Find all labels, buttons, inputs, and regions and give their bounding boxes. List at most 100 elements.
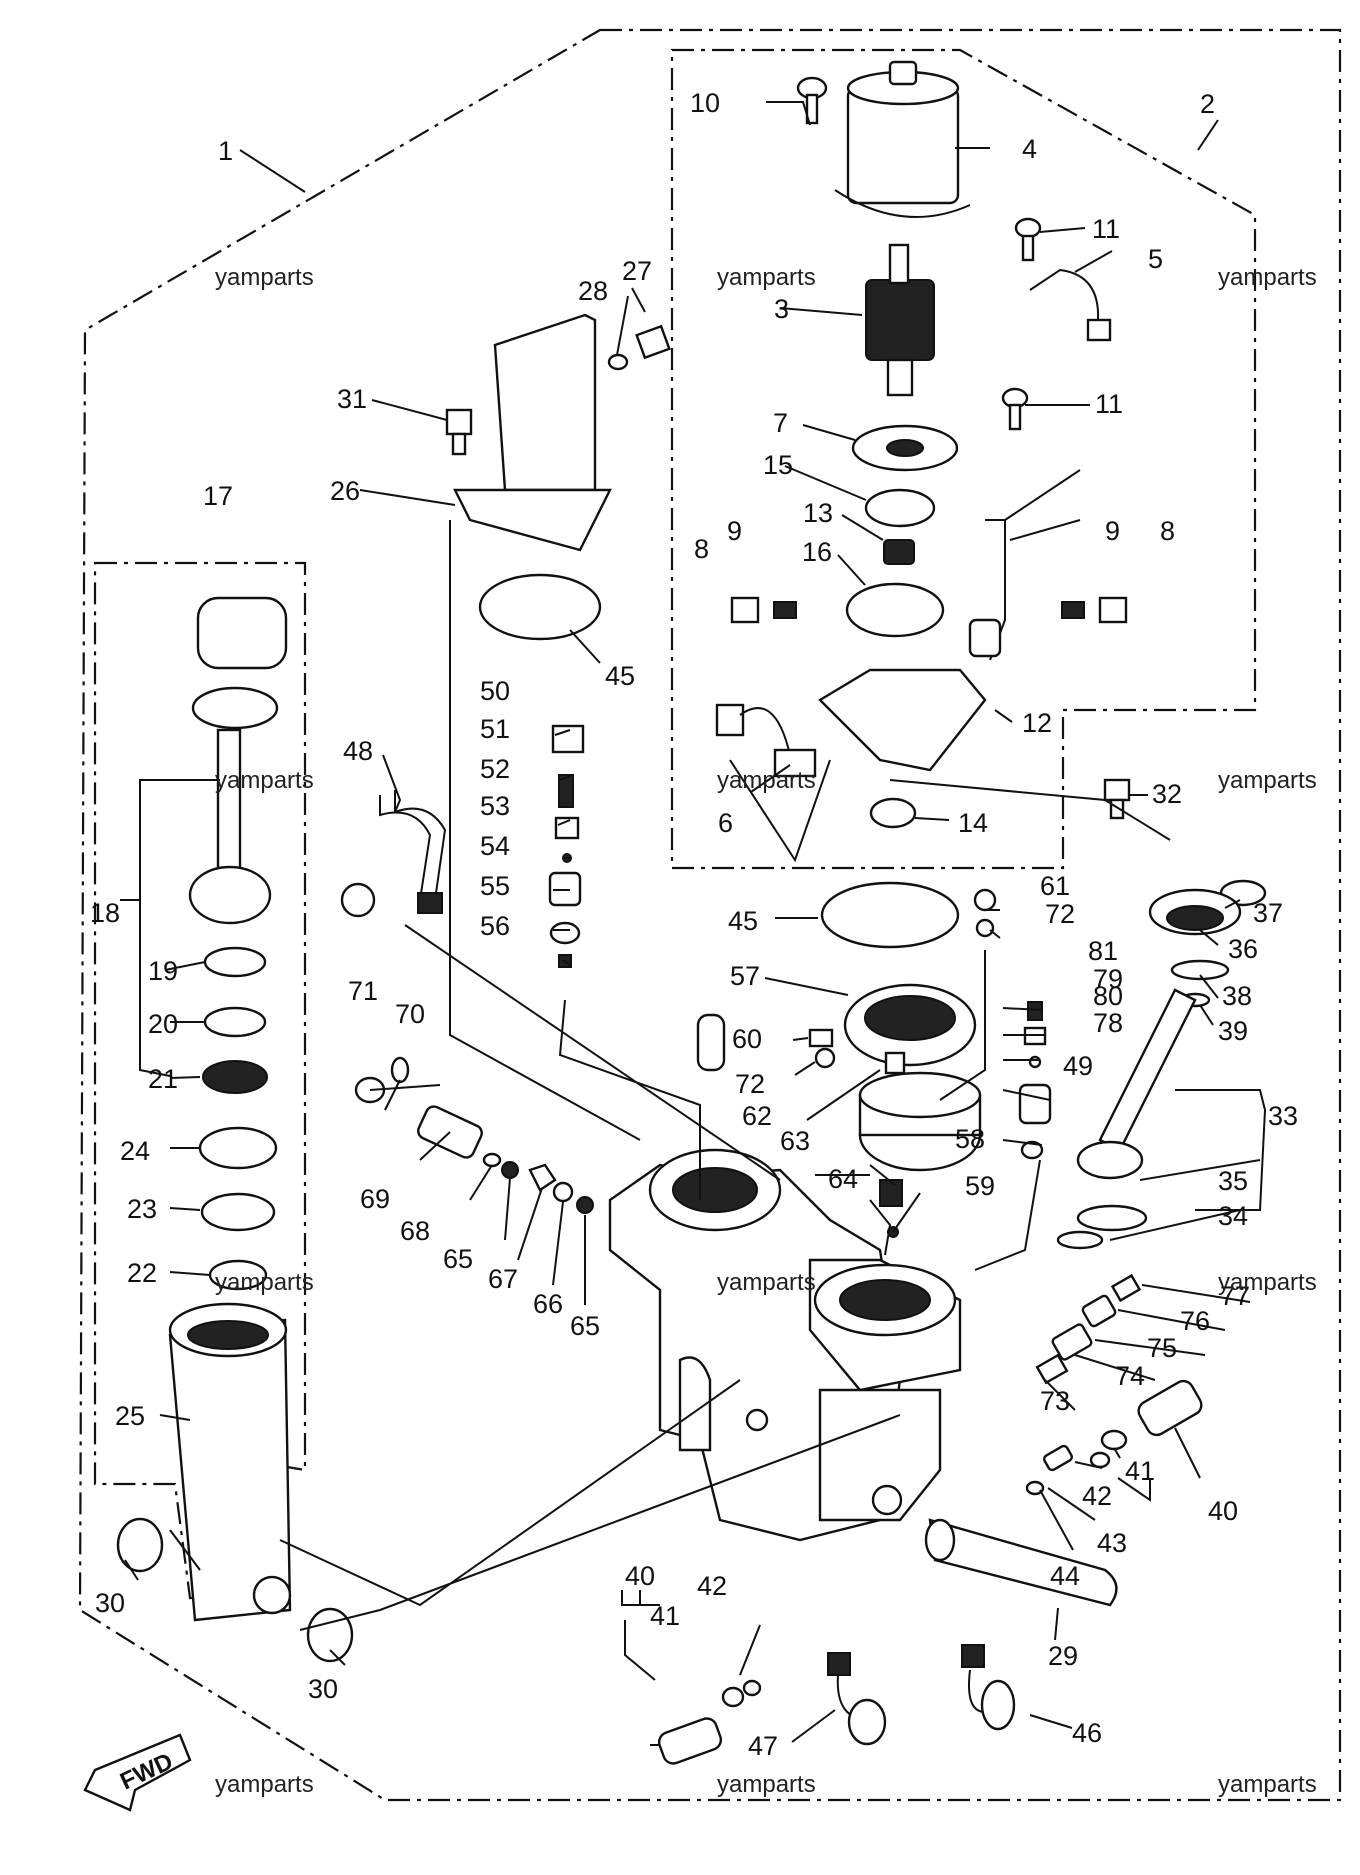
callout-77: 77 [1220,1281,1250,1311]
o-ring-44 [1025,1480,1045,1496]
watermarks: yamparts yamparts yamparts yamparts yamp… [215,264,1317,1798]
callout-28: 28 [578,276,608,306]
callout-81: 81 [1088,936,1118,966]
callout-9-left: 9 [727,516,742,546]
callout-43: 43 [1097,1528,1127,1558]
callout-4: 4 [1022,134,1037,164]
callout-71: 71 [348,976,378,1006]
callout-13: 13 [803,498,833,528]
callout-69: 69 [360,1184,390,1214]
watermark: yamparts [717,767,816,794]
callout-29: 29 [1048,1641,1078,1671]
callout-52: 52 [480,754,510,784]
tilt-pin-29 [924,1518,1118,1607]
coupling-13 [883,539,915,565]
callout-21: 21 [148,1064,178,1094]
oil-seal-15 [864,488,936,528]
valve-58-59 [879,1179,903,1238]
brush-8-right [1061,596,1128,624]
callout-47: 47 [748,1731,778,1761]
watermark: yamparts [215,767,314,794]
callout-19: 19 [148,956,178,986]
brush-holder-7 [851,424,959,472]
callout-labels: 1 2 3 4 5 6 7 8 9 9 8 10 11 11 12 13 14 … [90,88,1298,1761]
fitting-67 [528,1163,557,1192]
callout-32: 32 [1152,779,1182,809]
callout-16: 16 [802,537,832,567]
plug-43 [1043,1444,1073,1472]
callout-64: 64 [828,1164,858,1194]
callout-30-left: 30 [95,1588,125,1618]
callout-61: 61 [1040,871,1070,901]
callout-67: 67 [488,1264,518,1294]
assembly-boundary-1 [78,28,1342,1802]
valve-body-63 [858,1071,982,1172]
lead-wire-5 [1029,268,1112,342]
callout-54: 54 [480,831,510,861]
screw-10 [796,76,828,125]
callout-60: 60 [732,1024,762,1054]
callout-65-left: 65 [443,1244,473,1274]
callout-51: 51 [480,714,510,744]
o-ring-41-left [721,1686,745,1708]
grommet-14 [869,797,917,829]
trim-rod-33 [1056,988,1197,1250]
fwd-arrow [83,1733,192,1812]
o-ring-45-lower [820,881,960,949]
callout-8-left: 8 [694,534,709,564]
callout-46: 46 [1072,1718,1102,1748]
callout-49: 49 [1063,1051,1093,1081]
cylinder-cap-36-37 [1148,879,1267,936]
cylinder-25 [168,1302,292,1622]
end-cover-12 [818,469,1081,772]
callout-40-left: 40 [625,1561,655,1591]
callout-75: 75 [1147,1333,1177,1363]
washer-66 [552,1181,574,1203]
cylinder-assembly-boundary-17 [93,561,307,1600]
watermark: yamparts [1218,264,1317,291]
o-ring-28 [607,353,629,371]
callout-72-right: 72 [1045,899,1075,929]
washer-72b [975,918,995,938]
callout-17: 17 [203,481,233,511]
callout-18: 18 [90,898,120,928]
callout-3: 3 [774,294,789,324]
callout-12: 12 [1022,708,1052,738]
brush-8-left [730,596,797,624]
callout-23: 23 [127,1194,157,1224]
callout-41-right: 41 [1125,1456,1155,1486]
screw-61 [973,888,997,912]
washer-72a [814,1047,836,1069]
bushing-30-left [116,1517,164,1573]
callout-2: 2 [1200,89,1215,119]
o-ring-41-right [1100,1429,1128,1451]
o-ring-42-left [742,1679,762,1697]
pipe-rod-top [696,1013,726,1072]
callout-11-upper: 11 [1092,214,1120,244]
callout-8-right: 8 [1160,516,1175,546]
callout-80: 80 [1093,981,1123,1011]
callout-70: 70 [395,999,425,1029]
callout-5: 5 [1148,244,1163,274]
armature-3 [865,243,935,397]
callout-33: 33 [1268,1101,1298,1131]
callout-10: 10 [690,88,720,118]
callout-36: 36 [1228,934,1258,964]
watermark: yamparts [215,1269,314,1296]
bushing-30-bottom [306,1607,354,1663]
callout-39: 39 [1218,1016,1248,1046]
fitting-71-70 [354,1056,410,1104]
callout-57: 57 [730,961,760,991]
callout-78: 78 [1093,1008,1123,1038]
manual-valve-40-right [1137,1379,1203,1437]
callout-40-right: 40 [1208,1496,1238,1526]
callout-38: 38 [1222,981,1252,1011]
callout-41-left: 41 [650,1601,680,1631]
callout-65-right: 65 [570,1311,600,1341]
callout-22: 22 [127,1258,157,1288]
callout-7: 7 [773,408,788,438]
o-ring-38 [1170,959,1230,981]
callout-15: 15 [763,450,793,480]
callout-42-right: 42 [1082,1481,1112,1511]
valve-stack-73-77 [1035,1273,1142,1385]
